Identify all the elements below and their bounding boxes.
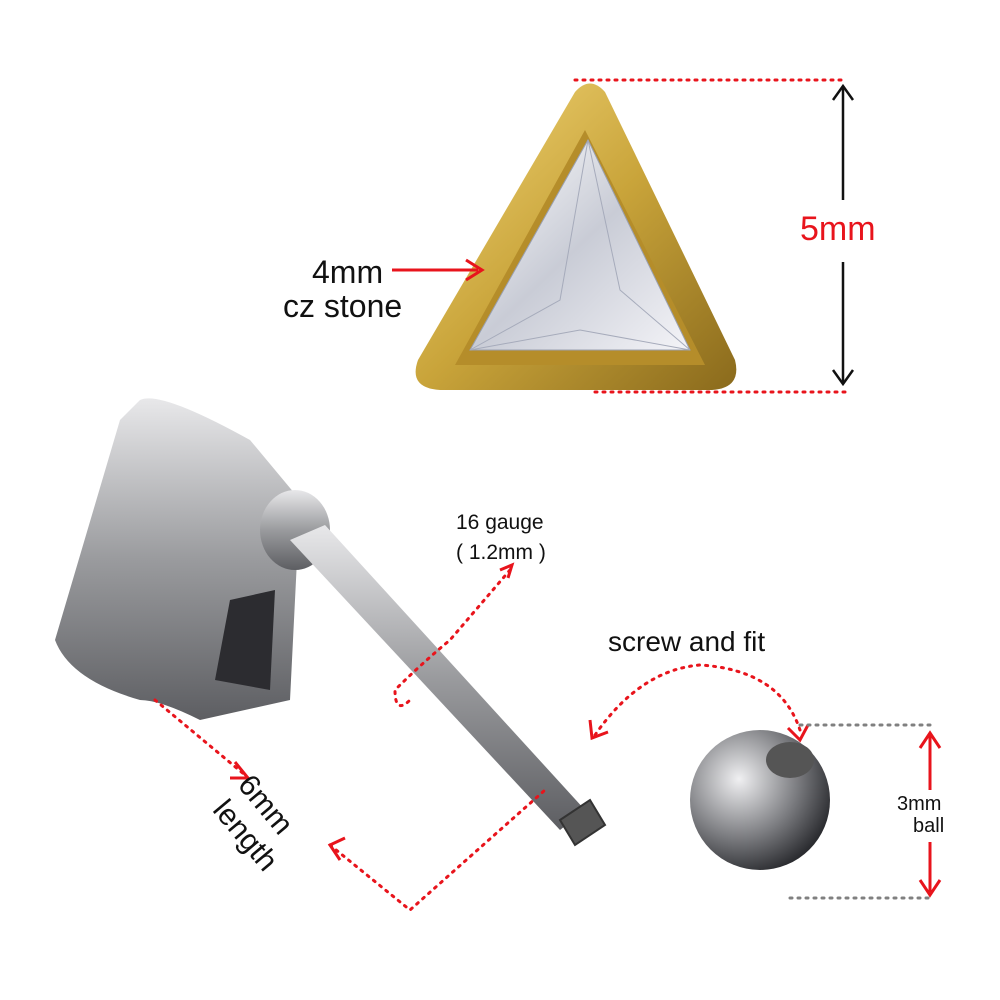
ball-dimension	[788, 723, 942, 900]
triangle-stud-top	[415, 83, 737, 390]
triangle-side-view	[55, 398, 300, 720]
stone-desc-label: cz stone	[283, 288, 403, 324]
gauge-label: 16 gauge	[456, 511, 544, 534]
height-label: 5mm	[800, 210, 876, 248]
ball-size-label: 3mm	[897, 793, 942, 815]
length-dimension	[153, 698, 547, 912]
stone-size-label: 4mm	[312, 254, 384, 290]
stone-pointer-arrow	[392, 258, 485, 282]
threaded-ball	[690, 730, 830, 870]
gauge-arrowhead	[499, 562, 515, 579]
ball-desc-label: ball	[913, 815, 945, 837]
barbell-post	[260, 490, 607, 847]
screw-fit-curve	[593, 663, 802, 737]
height-dimension	[573, 78, 855, 394]
gauge-pointer	[393, 568, 512, 708]
gauge-mm-label: ( 1.2mm )	[456, 541, 546, 564]
screw-fit-label: screw and fit	[608, 626, 766, 657]
